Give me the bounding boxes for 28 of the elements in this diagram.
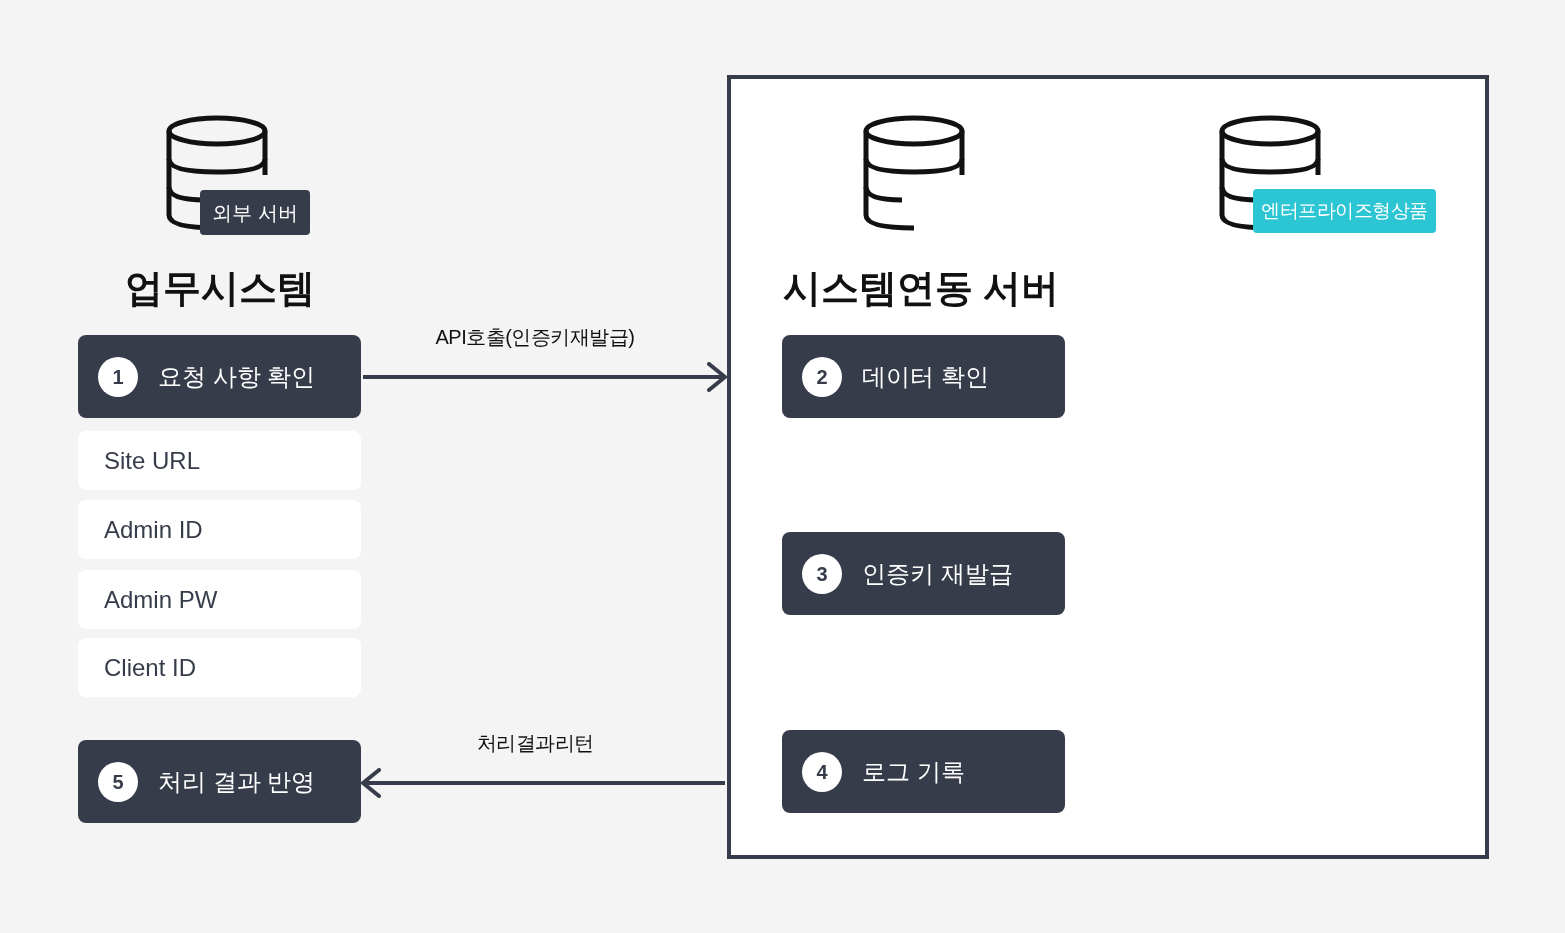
- system-heading: 시스템연동 서버: [782, 266, 1060, 311]
- server-frame: [727, 75, 1489, 859]
- step-label: 요청 사항 확인: [158, 361, 316, 392]
- step-number: 2: [802, 356, 842, 397]
- system-heading: 업무시스템: [125, 266, 315, 311]
- step-box: [78, 335, 361, 418]
- field-label: Client ID: [104, 652, 197, 683]
- arrow: [361, 768, 725, 798]
- arrow: [363, 362, 727, 392]
- step-label: 데이터 확인: [862, 361, 989, 392]
- step-label: 로그 기록: [862, 756, 965, 787]
- step-number: 3: [802, 553, 842, 594]
- step-number: 4: [802, 751, 842, 792]
- step-box: [78, 740, 361, 823]
- step-label: 인증키 재발급: [862, 558, 1013, 589]
- server-badge: 외부 서버: [200, 190, 310, 235]
- step-number: 1: [98, 356, 138, 397]
- edge-label: API호출(인증키재발급): [435, 325, 635, 350]
- edge-label: 처리결과리턴: [476, 731, 594, 756]
- step-number: 5: [98, 761, 138, 802]
- field-label: Admin ID: [104, 514, 203, 545]
- step-label: 처리 결과 반영: [158, 766, 316, 797]
- product-badge: 엔터프라이즈형상품: [1253, 189, 1436, 233]
- field-label: Admin PW: [104, 584, 218, 615]
- step-box: [782, 335, 1065, 418]
- field-label: Site URL: [104, 445, 201, 476]
- step-box: [782, 730, 1065, 813]
- step-box: [782, 532, 1065, 615]
